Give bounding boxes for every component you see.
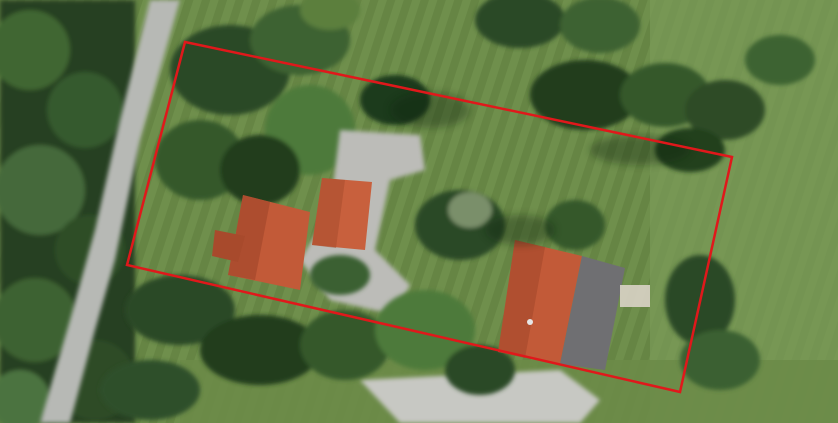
tree-cluster-north: [155, 0, 430, 205]
selection-outline[interactable]: [125, 40, 734, 394]
tree-cluster-center: [415, 190, 605, 260]
tree-cluster-south: [100, 255, 760, 420]
road: [40, 0, 180, 423]
house-roof: [212, 178, 372, 290]
barn-roof: [498, 240, 650, 370]
driveway: [360, 370, 600, 423]
